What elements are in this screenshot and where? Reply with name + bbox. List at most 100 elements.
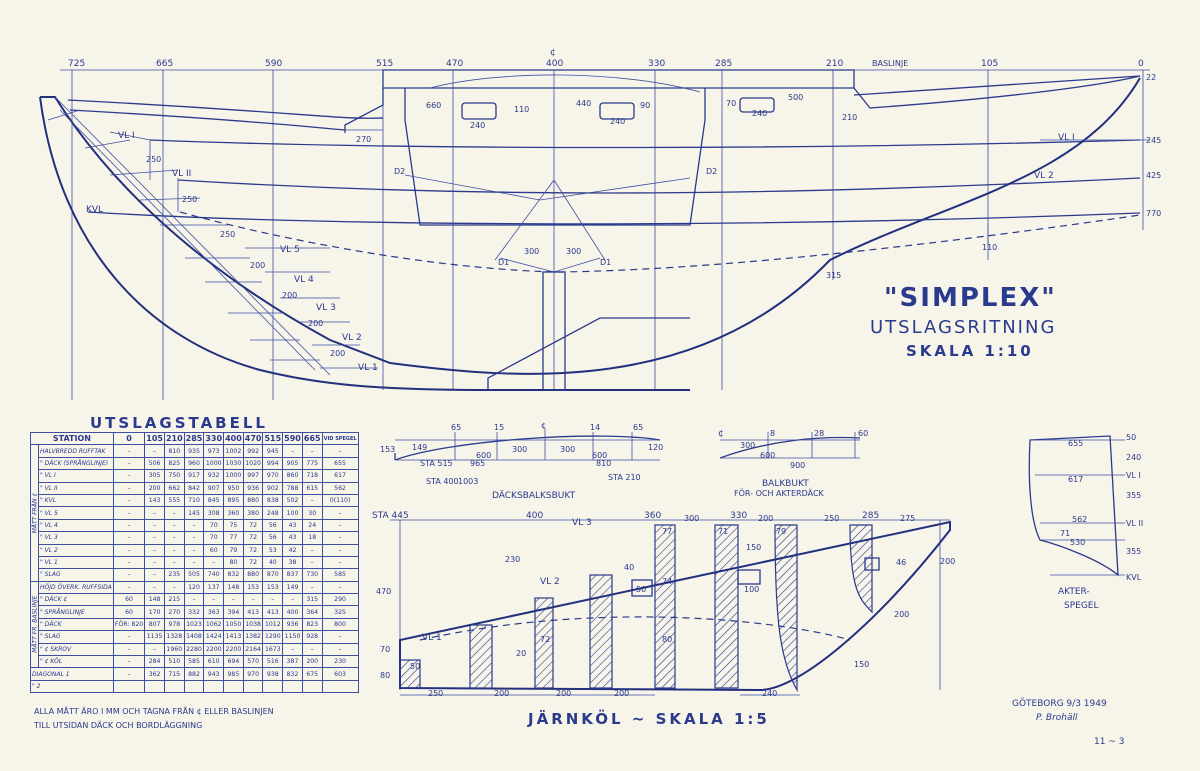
table-cell: 1030 bbox=[223, 456, 244, 471]
table-cell: 585 bbox=[321, 568, 359, 582]
row-label: " VL 3 bbox=[38, 531, 114, 545]
dim-label: 65 bbox=[451, 423, 461, 432]
table-cell: 994 bbox=[262, 456, 284, 471]
waterline-label: VL 2 bbox=[1034, 171, 1054, 181]
table-cell: 170 bbox=[144, 605, 165, 619]
dim-label: 600 bbox=[476, 451, 491, 460]
table-cell: 510 bbox=[163, 655, 185, 669]
dim-label: 210 bbox=[842, 113, 857, 122]
dim-label: 70 bbox=[726, 99, 736, 108]
dim-label: 300 bbox=[566, 247, 581, 256]
station-labels: 725 665 590 515 470 400 330 285 210 105 … bbox=[68, 48, 1144, 69]
drawing-subtitle: UTSLAGSRITNING bbox=[870, 317, 1056, 338]
table-cell: 360 bbox=[223, 506, 244, 520]
table-cell: 800 bbox=[321, 617, 359, 632]
column-header: 515 bbox=[262, 431, 284, 446]
dim-label: 40 bbox=[624, 563, 634, 572]
table-cell bbox=[242, 679, 264, 694]
dim-label: 250 bbox=[146, 155, 161, 164]
beam-camber-subtitle: FÖR- OCH AKTERDÄCK bbox=[734, 488, 825, 498]
table-cell bbox=[183, 679, 205, 694]
table-cell: 838 bbox=[262, 493, 284, 508]
table-cell: – bbox=[242, 593, 264, 607]
dim-label: 71 bbox=[718, 527, 728, 536]
table-cell: 945 bbox=[262, 444, 284, 458]
station-label: 665 bbox=[156, 59, 173, 69]
table-cell: 832 bbox=[282, 667, 303, 681]
d1-label: D1 bbox=[498, 258, 509, 267]
table-cell: 1382 bbox=[242, 630, 264, 644]
waterline-label: VL 5 bbox=[280, 245, 300, 255]
table-cell: 845 bbox=[203, 493, 225, 508]
table-cell: – bbox=[321, 518, 359, 533]
waterline-label: VL 4 bbox=[294, 275, 314, 285]
table-cell: 1424 bbox=[203, 630, 225, 644]
row-label: DIAGONAL 1 bbox=[30, 667, 114, 681]
table-cell: 332 bbox=[183, 605, 205, 619]
table-cell: – bbox=[301, 580, 323, 595]
table-cell: 0(110) bbox=[321, 493, 359, 508]
table-cell: – bbox=[183, 555, 205, 570]
table-cell: – bbox=[144, 531, 165, 545]
group-label: MÅTT FRÅN ¢ bbox=[30, 444, 39, 582]
transom-title: AKTER- bbox=[1058, 587, 1090, 597]
table-note: TILL UTSIDAN DÄCK OCH BORDLÄGGNING bbox=[33, 720, 202, 730]
table-cell: 1135 bbox=[144, 630, 165, 644]
table-cell: 325 bbox=[321, 605, 359, 619]
station-lines bbox=[71, 70, 1144, 400]
station-label: 400 bbox=[546, 59, 563, 69]
table-cell: – bbox=[112, 531, 146, 545]
station-label: STA 400 bbox=[426, 477, 459, 486]
dim-label: 770 bbox=[1146, 209, 1161, 218]
table-cell: – bbox=[321, 580, 359, 595]
table-cell: 43 bbox=[282, 518, 303, 533]
station-label: 0 bbox=[1138, 59, 1144, 69]
waterline-label: VL 3 bbox=[572, 518, 592, 528]
table-cell: – bbox=[112, 481, 146, 495]
waterline-labels: VL I VL II KVL VL 5 VL 4 VL 3 VL 2 VL 1 … bbox=[86, 73, 1161, 373]
d1-label: D1 bbox=[600, 258, 611, 267]
table-cell: 42 bbox=[282, 543, 303, 557]
centerline-symbol: ¢ bbox=[550, 48, 556, 58]
dim-label: 110 bbox=[514, 105, 529, 114]
table-cell: 1062 bbox=[203, 617, 225, 632]
table-cell bbox=[301, 679, 323, 694]
table-cell: – bbox=[163, 506, 185, 520]
table-cell: 72 bbox=[242, 543, 264, 557]
table-cell: 43 bbox=[282, 531, 303, 545]
waterline-label: KVL bbox=[1126, 573, 1142, 582]
deck-camber-title: DÄCKSBALKSBUKT bbox=[492, 490, 576, 501]
dim-label: 200 bbox=[556, 689, 571, 698]
table-cell: 997 bbox=[242, 469, 264, 483]
table-cell: – bbox=[321, 506, 359, 520]
table-cell: – bbox=[112, 456, 146, 471]
table-cell: 788 bbox=[282, 481, 303, 495]
deck-camber-labels: 65 15 ¢ 14 65 300 300 600 600 965 810 10… bbox=[380, 421, 663, 501]
table-cell: – bbox=[112, 568, 146, 582]
table-cell: – bbox=[301, 543, 323, 557]
table-cell: 610 bbox=[203, 655, 225, 669]
transom-drawing bbox=[1028, 435, 1125, 577]
table-cell: 880 bbox=[242, 493, 264, 508]
table-cell bbox=[321, 679, 359, 694]
table-cell: 1150 bbox=[282, 630, 303, 644]
dim-label: 300 bbox=[560, 445, 575, 454]
table-cell: 18 bbox=[301, 531, 323, 545]
dim-label: 200 bbox=[330, 349, 345, 358]
table-cell: 235 bbox=[163, 568, 185, 582]
station-label: 105 bbox=[981, 59, 998, 69]
table-cell: – bbox=[301, 493, 323, 508]
table-cell: 992 bbox=[242, 444, 264, 458]
table-cell: – bbox=[144, 506, 165, 520]
row-label: " ¢ SKROV bbox=[38, 642, 114, 657]
station-label: 470 bbox=[446, 59, 463, 69]
table-cell: – bbox=[203, 593, 225, 607]
group-label: MÅTT FR. BASLINJE bbox=[30, 581, 39, 668]
table-cell: 832 bbox=[223, 568, 244, 582]
dim-label: 275 bbox=[900, 514, 915, 523]
table-cell: 2280 bbox=[183, 642, 205, 657]
